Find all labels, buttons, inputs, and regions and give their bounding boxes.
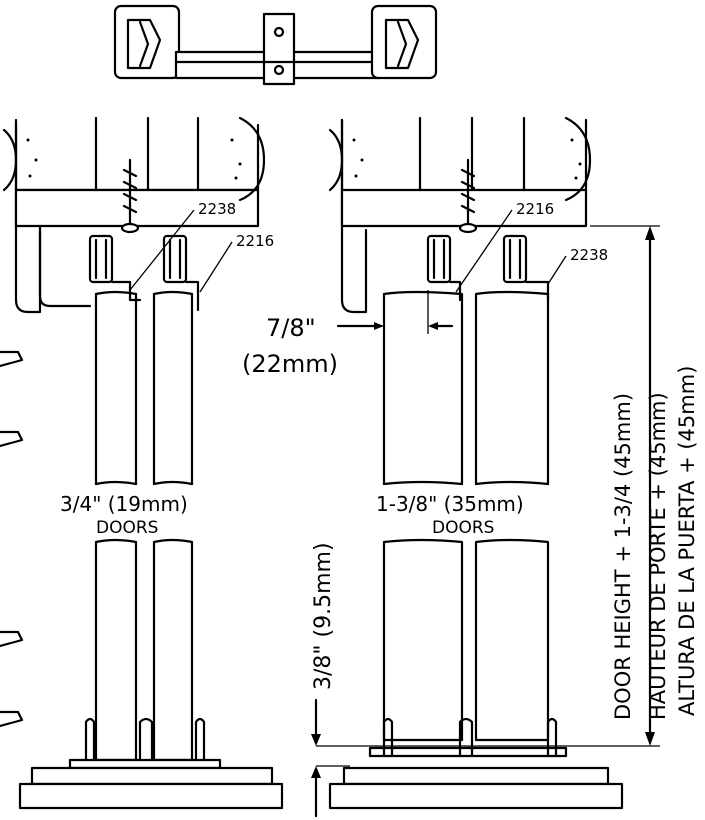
part-label-2216-right: 2216 — [516, 200, 554, 218]
left-assembly — [0, 116, 284, 810]
screw-left — [120, 158, 140, 234]
door-right-size: 1-3/8" (35mm) — [376, 492, 524, 516]
door-left-size: 3/4" (19mm) — [60, 492, 188, 516]
part-label-2238-left: 2238 — [198, 200, 236, 218]
door-left-word: DOORS — [96, 518, 158, 538]
floor-gap-dimension — [311, 698, 321, 818]
height-label-fr: HAUTEUR DE PORTE + (45mm) — [646, 392, 670, 720]
part-label-2216-left: 2216 — [236, 232, 274, 250]
screw-right — [458, 158, 478, 234]
gap-dimension-mm: (22mm) — [242, 350, 338, 378]
height-dimension — [590, 225, 660, 746]
floor-gap-label: 3/8" (9.5mm) — [311, 542, 336, 690]
door-right-word: DOORS — [432, 518, 494, 538]
height-label-en: DOOR HEIGHT + 1-3/4 (45mm) — [611, 393, 635, 720]
height-label-es: ALTURA DE LA PUERTA + (45mm) — [675, 366, 699, 716]
part-label-2238-right: 2238 — [570, 246, 608, 264]
top-plan-view — [113, 4, 438, 86]
right-assembly — [316, 116, 660, 810]
gap-dimension-inches: 7/8" — [266, 314, 316, 342]
